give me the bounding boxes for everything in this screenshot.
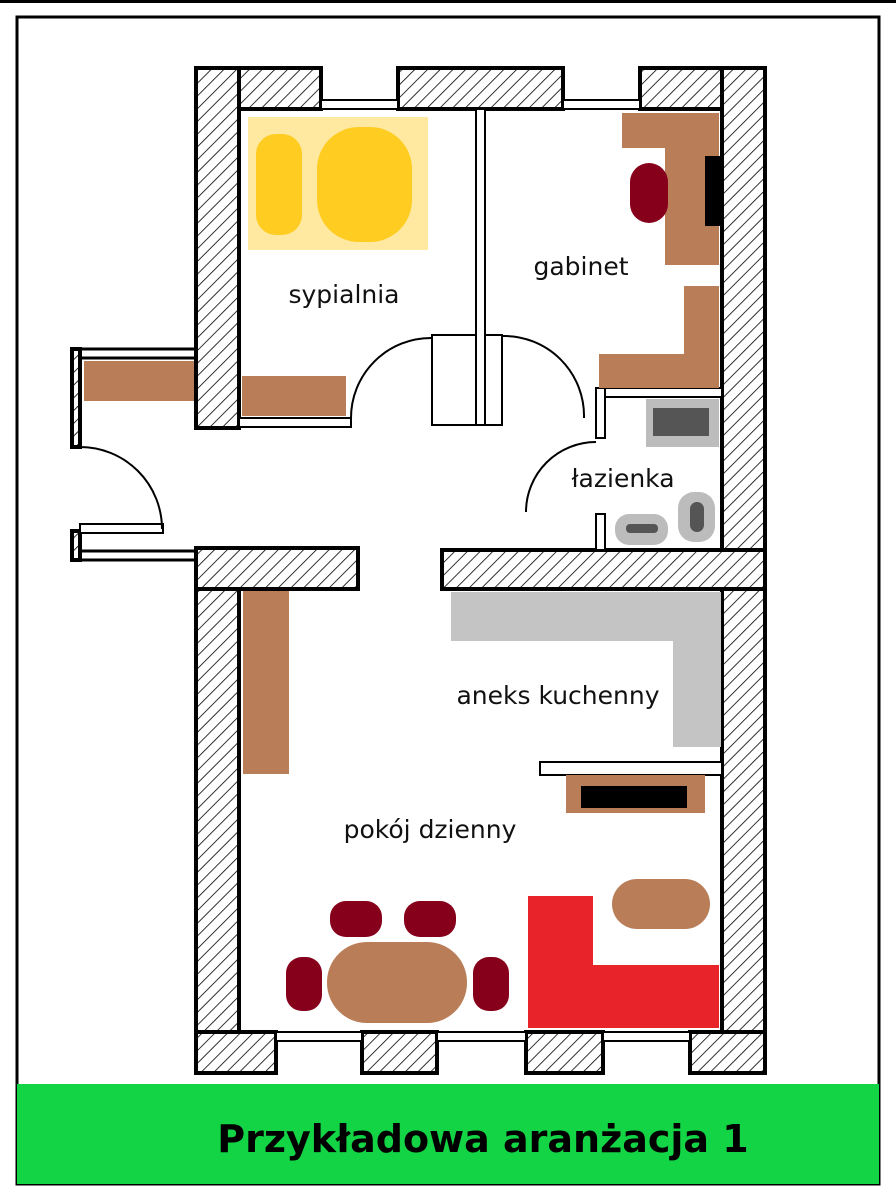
wall-right-upper bbox=[720, 66, 767, 552]
wall-top-middle bbox=[396, 66, 565, 111]
partition-bathroom-left-bottom bbox=[595, 513, 606, 551]
partition-bathroom-left-top bbox=[595, 387, 606, 439]
office-shelf-horizontal bbox=[599, 354, 719, 388]
label-bedroom: sypialnia bbox=[288, 280, 399, 309]
dining-chair-top-left bbox=[330, 901, 382, 937]
wall-left-upper bbox=[194, 66, 241, 430]
vestibule-outline bbox=[72, 347, 196, 562]
door-swings bbox=[79, 334, 597, 530]
office-door-swing bbox=[501, 334, 586, 419]
banner-title: Przykładowa aranżacja 1 bbox=[217, 1117, 748, 1161]
bathroom-door-swing bbox=[525, 441, 597, 513]
wall-bottom-right bbox=[688, 1030, 767, 1075]
wall-bottom-mid-right bbox=[524, 1030, 605, 1075]
vestibule-threshold bbox=[79, 523, 164, 534]
bedroom-door-swing bbox=[350, 337, 432, 419]
tv bbox=[581, 786, 687, 808]
kitchen-counter-edge bbox=[539, 761, 723, 776]
sofa bbox=[528, 896, 719, 1028]
living-room-wardrobe bbox=[243, 591, 289, 774]
wall-left-lower bbox=[194, 546, 241, 1075]
wall-bottom-mid-left bbox=[360, 1030, 439, 1075]
window-bottom-2 bbox=[436, 1031, 527, 1042]
office-chair bbox=[630, 163, 668, 223]
vestibule-shelf bbox=[84, 361, 194, 401]
wall-middle-left bbox=[194, 546, 360, 591]
wall-middle-right bbox=[440, 548, 767, 591]
office-door-post bbox=[484, 334, 503, 426]
bedroom-door-post bbox=[431, 334, 477, 426]
label-office: gabinet bbox=[533, 252, 628, 281]
office-monitor bbox=[705, 156, 722, 226]
wall-vestibule-lower bbox=[70, 529, 82, 562]
banner bbox=[17, 1084, 879, 1184]
partition-bedroom-bottom bbox=[238, 417, 352, 428]
entrance-door-swing bbox=[79, 446, 163, 530]
dining-chair-right bbox=[473, 957, 509, 1011]
window-bottom-3 bbox=[602, 1031, 691, 1042]
bathtub-basin bbox=[653, 408, 709, 436]
label-living-room: pokój dzienny bbox=[344, 815, 517, 844]
wall-bottom-left bbox=[194, 1030, 278, 1075]
dining-chair-top-right bbox=[404, 901, 456, 937]
kitchen-counter-side bbox=[673, 592, 721, 747]
wall-right-lower bbox=[720, 548, 767, 1075]
toilet-bowl bbox=[690, 502, 704, 532]
partitions bbox=[79, 108, 723, 776]
window-top-right bbox=[562, 99, 641, 110]
coffee-table bbox=[612, 879, 710, 929]
wall-vestibule-upper bbox=[70, 347, 82, 449]
bed-pillow bbox=[256, 134, 302, 235]
window-bottom-1 bbox=[275, 1031, 363, 1042]
partition-bedroom-office bbox=[475, 108, 486, 426]
partition-office-bathroom bbox=[595, 387, 723, 398]
sink-basin bbox=[626, 524, 658, 533]
walls bbox=[70, 66, 767, 1075]
label-bathroom: łazienka bbox=[571, 464, 674, 493]
bed-mattress bbox=[317, 127, 412, 242]
dining-table bbox=[327, 942, 467, 1023]
label-kitchen: aneks kuchenny bbox=[456, 681, 659, 710]
bedroom-dresser bbox=[242, 376, 346, 416]
window-top-left bbox=[320, 99, 399, 110]
dining-chair-left bbox=[286, 957, 322, 1011]
windows bbox=[275, 99, 691, 1042]
